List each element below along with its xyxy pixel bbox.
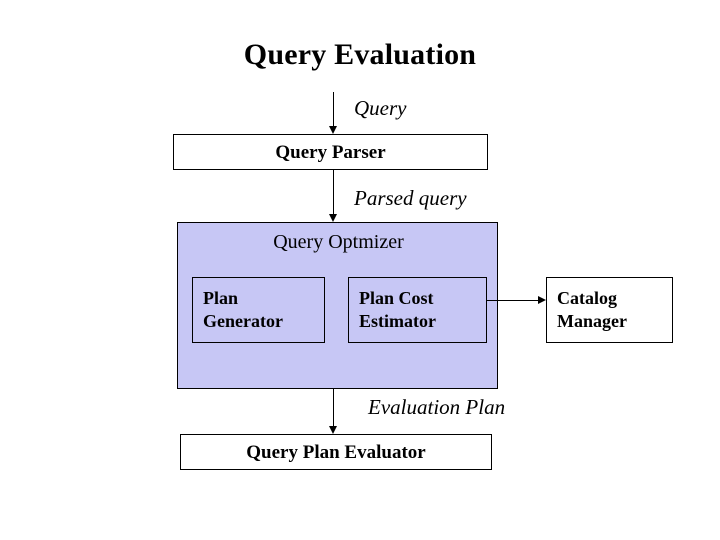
arrow-head (538, 296, 546, 304)
node-plan-generator-label-line1: Plan (203, 288, 239, 308)
arrow-shaft (333, 92, 334, 126)
arrow-shaft (333, 170, 334, 214)
node-catalog-manager-label: Catalog Manager (557, 287, 670, 333)
node-plan-cost-estimator[interactable]: Plan Cost Estimator (348, 277, 487, 343)
edge-label-parsed-query: Parsed query (354, 186, 467, 210)
arrow-query-to-parser (328, 92, 339, 134)
arrow-optimizer-to-evaluator (328, 389, 339, 434)
node-plan-cost-estimator-label: Plan Cost Estimator (359, 287, 484, 333)
node-plan-cost-estimator-label-line2: Estimator (359, 311, 436, 332)
node-catalog-manager-label-line2: Manager (557, 311, 627, 332)
arrow-shaft (487, 300, 538, 301)
node-plan-generator-label: Plan Generator (203, 287, 322, 333)
node-query-optimizer-label: Query Optmizer (273, 231, 404, 253)
arrow-head (329, 214, 337, 222)
node-plan-cost-estimator-label-line1: Plan Cost (359, 288, 434, 308)
node-catalog-manager-label-line1: Catalog (557, 288, 617, 308)
node-catalog-manager[interactable]: Catalog Manager (546, 277, 673, 343)
arrow-head (329, 126, 337, 134)
node-query-plan-evaluator[interactable]: Query Plan Evaluator (180, 434, 492, 470)
node-plan-generator-label-line2: Generator (203, 311, 283, 332)
node-plan-generator[interactable]: Plan Generator (192, 277, 325, 343)
arrow-head (329, 426, 337, 434)
page-title: Query Evaluation (243, 38, 477, 71)
arrow-optimizer-to-catalog-manager (487, 295, 546, 306)
edge-label-query: Query (354, 96, 407, 120)
node-query-plan-evaluator-label: Query Plan Evaluator (246, 442, 426, 463)
edge-label-evaluation-plan: Evaluation Plan (368, 395, 506, 419)
node-query-parser-label: Query Parser (275, 142, 386, 163)
node-query-parser[interactable]: Query Parser (173, 134, 488, 170)
arrow-parser-to-optimizer (328, 170, 339, 222)
arrow-shaft (333, 389, 334, 426)
